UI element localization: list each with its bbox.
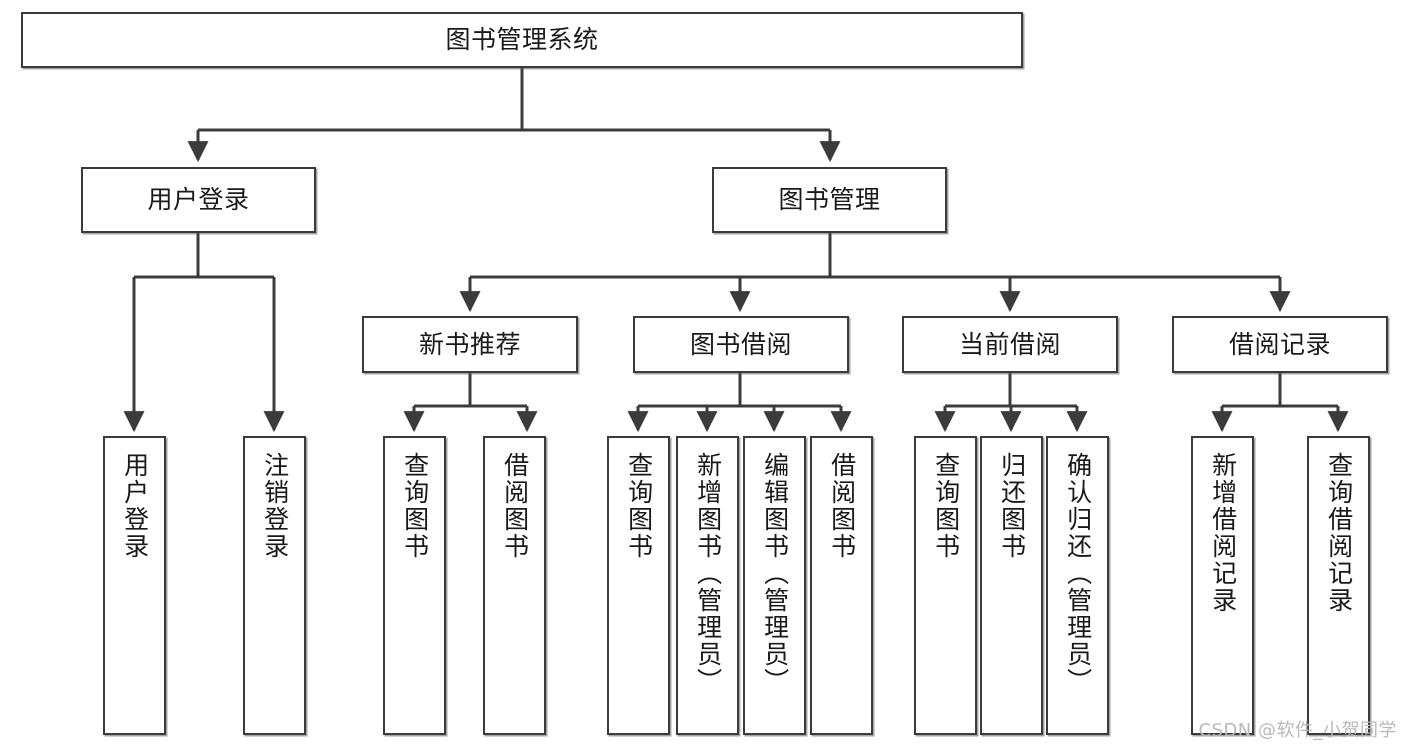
node-leaf-edit-book-label: 编辑图书（管理员） [760, 452, 790, 695]
node-borrow-record-label: 借阅记录 [1228, 329, 1331, 359]
node-leaf-add-book-label: 新增图书（管理员） [693, 452, 723, 695]
node-root[interactable]: 图书管理系统 [21, 12, 1023, 68]
node-leaf-confirm-return[interactable]: 确认归还（管理员） [1046, 436, 1109, 735]
node-leaf-edit-book[interactable]: 编辑图书（管理员） [743, 436, 806, 735]
node-leaf-confirm-return-label: 确认归还（管理员） [1063, 452, 1093, 695]
node-user-login-label: 用户登录 [147, 185, 250, 215]
node-book-management[interactable]: 图书管理 [712, 167, 947, 233]
node-leaf-borrow-book-2[interactable]: 借阅图书 [810, 436, 873, 735]
node-leaf-query-book-1[interactable]: 查询图书 [383, 436, 446, 735]
node-book-borrow-label: 图书借阅 [689, 329, 792, 359]
node-leaf-borrow-book-1[interactable]: 借阅图书 [483, 436, 546, 735]
node-book-management-label: 图书管理 [778, 185, 881, 215]
node-root-label: 图书管理系统 [445, 25, 599, 55]
node-leaf-query-book-1-label: 查询图书 [400, 452, 430, 560]
node-current-borrow[interactable]: 当前借阅 [902, 316, 1118, 373]
node-leaf-borrow-book-2-label: 借阅图书 [827, 452, 857, 560]
node-leaf-query-record-label: 查询借阅记录 [1324, 452, 1354, 614]
node-leaf-query-book-2-label: 查询图书 [624, 452, 654, 560]
node-leaf-logout[interactable]: 注销登录 [243, 436, 306, 735]
node-leaf-return-book-label: 归还图书 [997, 452, 1027, 560]
node-leaf-logout-label: 注销登录 [260, 452, 290, 560]
node-new-book-recommend[interactable]: 新书推荐 [362, 316, 578, 373]
node-leaf-query-book-3-label: 查询图书 [931, 452, 961, 560]
node-leaf-add-record[interactable]: 新增借阅记录 [1191, 436, 1254, 735]
node-new-book-recommend-label: 新书推荐 [418, 329, 521, 359]
node-leaf-query-record[interactable]: 查询借阅记录 [1307, 436, 1370, 735]
node-leaf-user-login[interactable]: 用户登录 [103, 436, 166, 735]
csdn-watermark: CSDN @软件_小贺同学 [1198, 720, 1397, 741]
node-book-borrow[interactable]: 图书借阅 [633, 316, 849, 373]
node-user-login[interactable]: 用户登录 [81, 167, 316, 233]
node-leaf-user-login-label: 用户登录 [120, 452, 150, 560]
node-leaf-query-book-2[interactable]: 查询图书 [607, 436, 670, 735]
node-current-borrow-label: 当前借阅 [958, 329, 1061, 359]
node-borrow-record[interactable]: 借阅记录 [1172, 316, 1388, 373]
node-leaf-borrow-book-1-label: 借阅图书 [500, 452, 530, 560]
node-leaf-add-record-label: 新增借阅记录 [1208, 452, 1238, 614]
node-leaf-return-book[interactable]: 归还图书 [980, 436, 1043, 735]
node-leaf-query-book-3[interactable]: 查询图书 [914, 436, 977, 735]
node-leaf-add-book[interactable]: 新增图书（管理员） [676, 436, 739, 735]
